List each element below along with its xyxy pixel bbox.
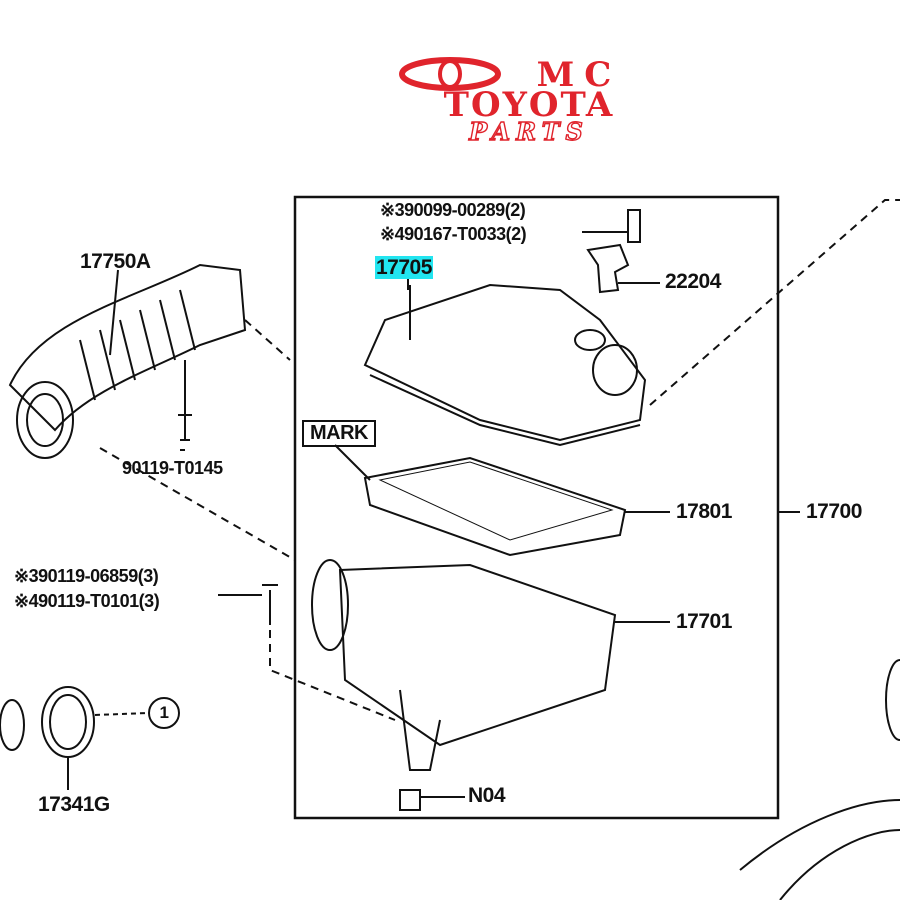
- omc-toyota-parts-logo: MC TOYOTA PARTS: [398, 55, 660, 146]
- label-bolt-390099: ※390099-00289(2): [380, 200, 526, 220]
- label-17700: 17700: [806, 500, 862, 523]
- intake-hose-drawing: [8, 263, 247, 459]
- mass-airflow-sensor-drawing: [582, 209, 660, 294]
- grommet-drawing: [399, 789, 421, 811]
- reference-circle-1: 1: [148, 697, 180, 729]
- label-17801: 17801: [676, 500, 732, 523]
- label-17341G: 17341G: [38, 793, 110, 816]
- air-cleaner-cap-drawing: [363, 283, 647, 447]
- toyota-emblem-icon: [399, 57, 501, 91]
- label-bolt-490167: ※490167-T0033(2): [380, 224, 527, 244]
- air-filter-drawing: [363, 456, 670, 557]
- label-N04: N04: [468, 784, 506, 807]
- highlighted-part-number: 17705: [375, 256, 433, 279]
- label-17701: 17701: [676, 610, 732, 633]
- label-17750A: 17750A: [80, 250, 151, 273]
- label-90119-T0145: 90119-T0145: [122, 458, 223, 478]
- logo-toyota: TOYOTA: [443, 85, 615, 125]
- label-bolt-490119: ※490119-T0101(3): [14, 591, 160, 611]
- label-mark: MARK: [302, 420, 376, 447]
- logo-parts: PARTS: [468, 117, 589, 146]
- air-cleaner-case-drawing: [311, 559, 670, 771]
- label-22204: 22204: [665, 270, 721, 293]
- assembly-box: [293, 195, 780, 820]
- logo-omc: MC: [536, 55, 622, 95]
- hose-clamp-drawing: [0, 686, 149, 790]
- label-17705: 17705: [375, 256, 433, 280]
- label-bolt-390119: ※390119-06859(3): [14, 566, 159, 586]
- case-bolt-drawing: [262, 584, 278, 625]
